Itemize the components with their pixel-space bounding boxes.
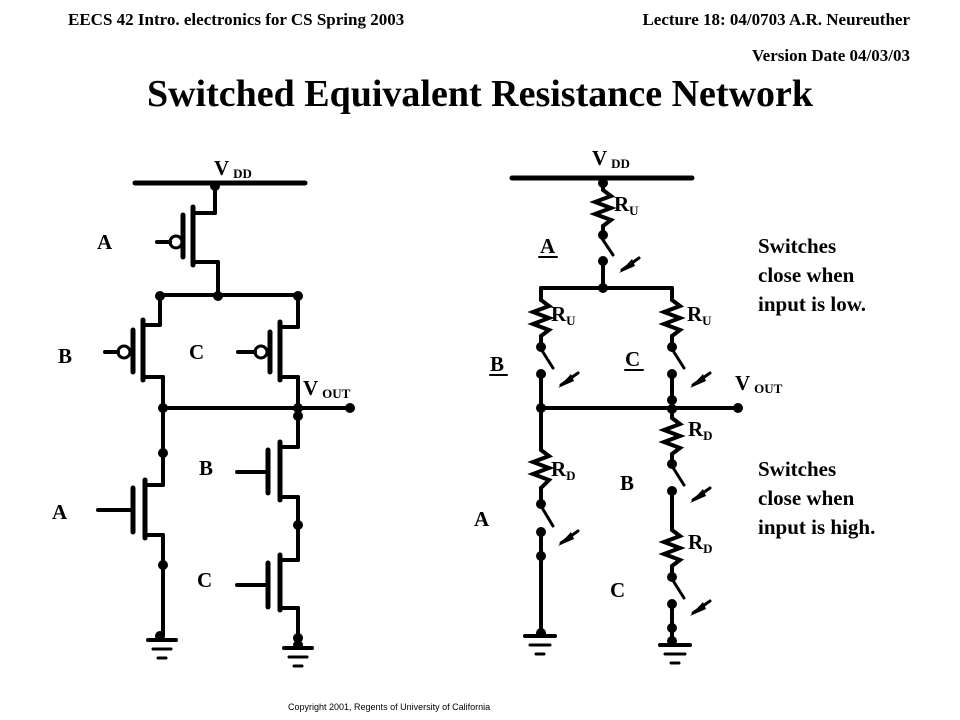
pullup-switch-note: Switches close when input is low. bbox=[758, 232, 866, 319]
switch-c-pulldown-label: C bbox=[610, 578, 625, 602]
ru-left-label: RU bbox=[551, 302, 576, 328]
junction-dots bbox=[155, 178, 743, 650]
input-b-pmos-label: B bbox=[58, 344, 72, 368]
input-b-nmos-label: B bbox=[199, 456, 213, 480]
version-date: Version Date 04/03/03 bbox=[751, 46, 910, 65]
note-line: close when bbox=[758, 263, 855, 287]
switch-c-pullup-label: C bbox=[625, 347, 640, 371]
note-line: close when bbox=[758, 486, 855, 510]
note-line: Switches bbox=[758, 234, 837, 258]
rd-a-label: RD bbox=[551, 457, 576, 483]
copyright-notice: Copyright 2001, Regents of University of… bbox=[288, 702, 491, 712]
note-line: input is high. bbox=[758, 515, 876, 539]
note-line: input is low. bbox=[758, 292, 866, 316]
ru-right-label: RU bbox=[687, 302, 712, 328]
switch-resistor-network bbox=[489, 175, 740, 665]
input-c-nmos-label: C bbox=[197, 568, 212, 592]
switch-b-pulldown-label: B bbox=[620, 471, 634, 495]
input-a-nmos-label: A bbox=[52, 500, 68, 524]
note-line: Switches bbox=[758, 457, 837, 481]
switch-a-top-label: A bbox=[540, 234, 556, 258]
input-c-pmos-label: C bbox=[189, 340, 204, 364]
input-a-top-label: A bbox=[97, 230, 113, 254]
ru-top-label: RU bbox=[614, 192, 639, 218]
lecture-header: Lecture 18: 04/0703 A.R. Neureuther bbox=[642, 10, 910, 29]
slide-title: Switched Equivalent Resistance Network bbox=[146, 73, 814, 115]
course-header: EECS 42 Intro. electronics for CS Spring… bbox=[68, 10, 405, 29]
cmos-schematic bbox=[96, 180, 352, 668]
rd-c-label: RD bbox=[688, 530, 713, 556]
switch-a-pulldown-label: A bbox=[474, 507, 490, 531]
rd-b-label: RD bbox=[688, 417, 713, 443]
switch-b-pullup-label: B bbox=[490, 352, 504, 376]
pulldown-switch-note: Switches close when input is high. bbox=[758, 455, 875, 542]
